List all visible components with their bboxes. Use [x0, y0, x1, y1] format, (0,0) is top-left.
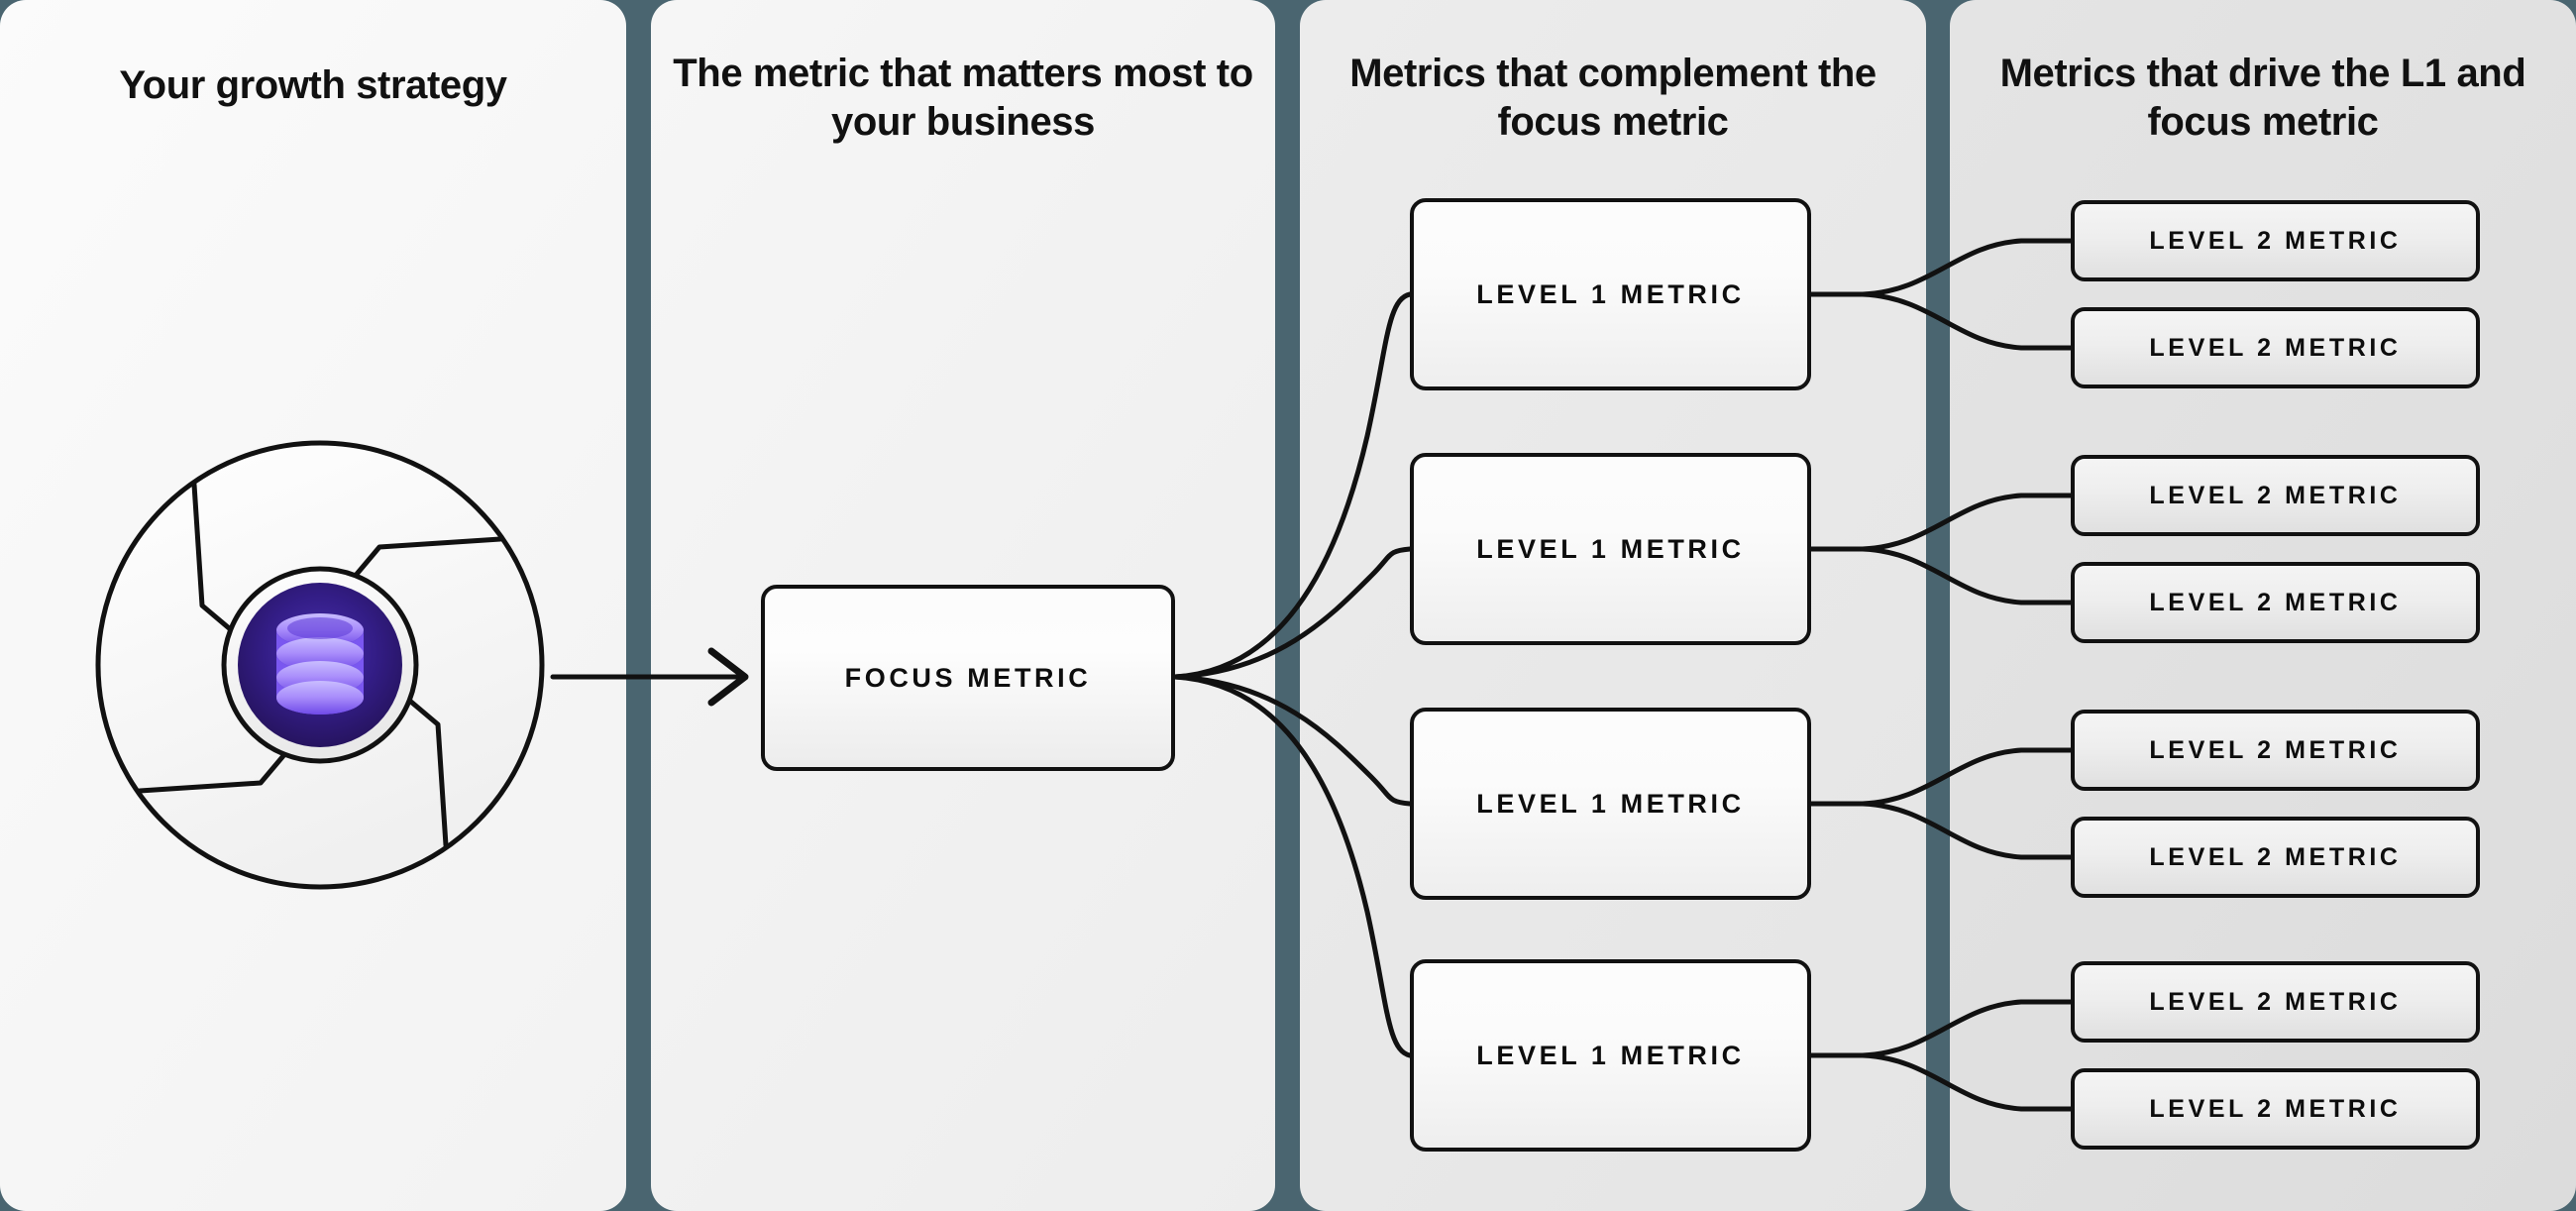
column-title-growth-strategy: Your growth strategy	[119, 63, 507, 107]
node-level-2-metric-6[interactable]: LEVEL 2 METRIC	[2071, 817, 2480, 898]
node-level-2-metric-8[interactable]: LEVEL 2 METRIC	[2071, 1068, 2480, 1150]
node-level-2-metric-3[interactable]: LEVEL 2 METRIC	[2071, 455, 2480, 536]
node-level-2-metric-4[interactable]: LEVEL 2 METRIC	[2071, 562, 2480, 643]
node-level-1-metric-3[interactable]: LEVEL 1 METRIC	[1410, 708, 1811, 900]
node-level-2-metric-2[interactable]: LEVEL 2 METRIC	[2071, 307, 2480, 388]
node-level-2-metric-7[interactable]: LEVEL 2 METRIC	[2071, 961, 2480, 1043]
node-level-1-metric-2[interactable]: LEVEL 1 METRIC	[1410, 453, 1811, 645]
database-icon	[276, 613, 364, 715]
node-level-1-metric-4[interactable]: LEVEL 1 METRIC	[1410, 959, 1811, 1152]
node-level-2-metric-1[interactable]: LEVEL 2 METRIC	[2071, 200, 2480, 281]
node-level-1-metric-1[interactable]: LEVEL 1 METRIC	[1410, 198, 1811, 390]
aperture-database-logo	[87, 432, 553, 898]
node-level-2-metric-5[interactable]: LEVEL 2 METRIC	[2071, 710, 2480, 791]
column-title-level-1: Metrics that complement the focus metric	[1349, 52, 1877, 144]
column-title-focus-metric: The metric that matters most to your bus…	[673, 52, 1253, 144]
node-focus-metric[interactable]: FOCUS METRIC	[761, 585, 1175, 771]
column-title-level-2: Metrics that drive the L1 and focus metr…	[1999, 52, 2526, 144]
